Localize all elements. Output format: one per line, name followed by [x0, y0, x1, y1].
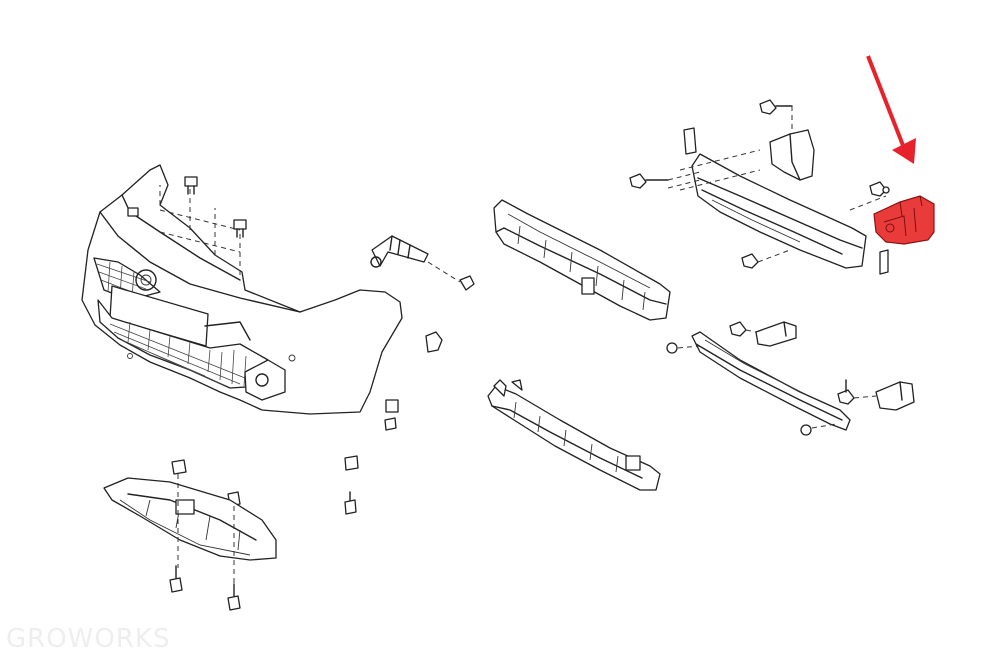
engine-undercover-icon	[103, 474, 277, 586]
bolt-icon	[169, 99, 887, 611]
energy-absorber-icon	[493, 199, 671, 321]
nut-icon	[666, 186, 890, 436]
front-bumper-cover-icon	[81, 164, 403, 415]
red-arrow-icon	[866, 55, 916, 164]
bumper-bracket-icon	[370, 235, 475, 291]
lower-absorber-icon	[487, 379, 661, 491]
lower-reinforcement-icon	[677, 321, 915, 431]
bumper-extension-icon	[873, 195, 935, 275]
clip-icon	[127, 176, 247, 238]
bumper-bracket-icon	[683, 127, 815, 181]
reinforcement-beam-icon	[667, 106, 887, 269]
